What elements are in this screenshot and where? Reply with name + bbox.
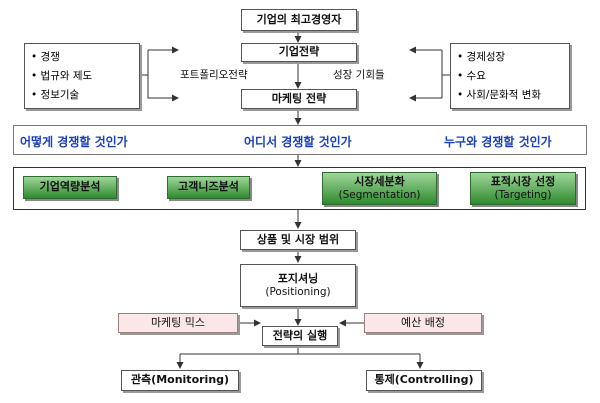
controlling-box: 통제(Controlling) (366, 370, 482, 391)
product-market-scope-box: 상품 및 시장 범위 (240, 230, 356, 250)
factor-competition: • 경쟁 (31, 51, 60, 63)
implementation-box: 전략의 실행 (262, 326, 338, 346)
monitoring-label: 관측(Monitoring) (130, 373, 230, 387)
question-who: 누구와 경쟁할 것인가 (444, 135, 552, 149)
monitoring-box: 관측(Monitoring) (121, 370, 239, 391)
marketing-mix-label: 마케팅 믹스 (150, 315, 206, 329)
ceo-label: 기업의 최고경영자 (256, 12, 342, 26)
controlling-label: 통제(Controlling) (374, 373, 474, 387)
budget-allocation-label: 예산 배정 (401, 315, 445, 329)
product-market-scope-label: 상품 및 시장 범위 (256, 232, 340, 246)
corporate-strategy-box: 기업전략 (241, 43, 357, 62)
customer-needs-label: 고객니즈분석 (178, 180, 239, 194)
question-where: 어디서 경쟁할 것인가 (244, 135, 352, 149)
customer-needs-box: 고객니즈분석 (167, 176, 250, 199)
segmentation-label: 시장세분화 (354, 175, 405, 189)
positioning-en-label: (Positioning) (265, 285, 331, 298)
ceo-box: 기업의 최고경영자 (241, 9, 357, 31)
right-factors-box: • 경제성장 • 수요 • 사회/문화적 변화 (450, 43, 570, 109)
budget-allocation-box: 예산 배정 (364, 313, 482, 333)
capability-analysis-label: 기업역량분석 (39, 180, 101, 194)
positioning-box: 포지셔닝 (Positioning) (240, 264, 356, 307)
factor-economic-growth: • 경제성장 (457, 51, 506, 63)
segmentation-en-label: (Segmentation) (338, 188, 421, 201)
targeting-label: 표적시장 선정 (490, 175, 556, 189)
marketing-strategy-label: 마케팅 전략 (271, 91, 327, 105)
marketing-strategy-box: 마케팅 전략 (241, 89, 357, 109)
question-how: 어떻게 경쟁할 것인가 (20, 135, 128, 149)
targeting-en-label: (Targeting) (494, 188, 552, 201)
growth-opportunities-label: 성장 기회들 (333, 69, 385, 81)
positioning-label: 포지셔닝 (277, 272, 319, 286)
targeting-box: 표적시장 선정 (Targeting) (470, 172, 576, 205)
questions-band: 어떻게 경쟁할 것인가 어디서 경쟁할 것인가 누구와 경쟁할 것인가 (13, 125, 587, 155)
factor-regulation: • 법규와 제도 (31, 70, 93, 82)
implementation-label: 전략의 실행 (272, 328, 328, 342)
corporate-strategy-label: 기업전략 (278, 45, 320, 59)
segmentation-box: 시장세분화 (Segmentation) (322, 172, 437, 205)
marketing-mix-box: 마케팅 믹스 (118, 313, 238, 333)
factor-social-change: • 사회/문화적 변화 (457, 89, 542, 101)
capability-analysis-box: 기업역량분석 (23, 176, 117, 199)
left-factors-box: • 경쟁 • 법규와 제도 • 정보기술 (24, 43, 140, 109)
factor-it: • 정보기술 (31, 89, 80, 101)
portfolio-strategy-label: 포트폴리오전략 (180, 69, 248, 81)
factor-demand: • 수요 (457, 70, 486, 82)
